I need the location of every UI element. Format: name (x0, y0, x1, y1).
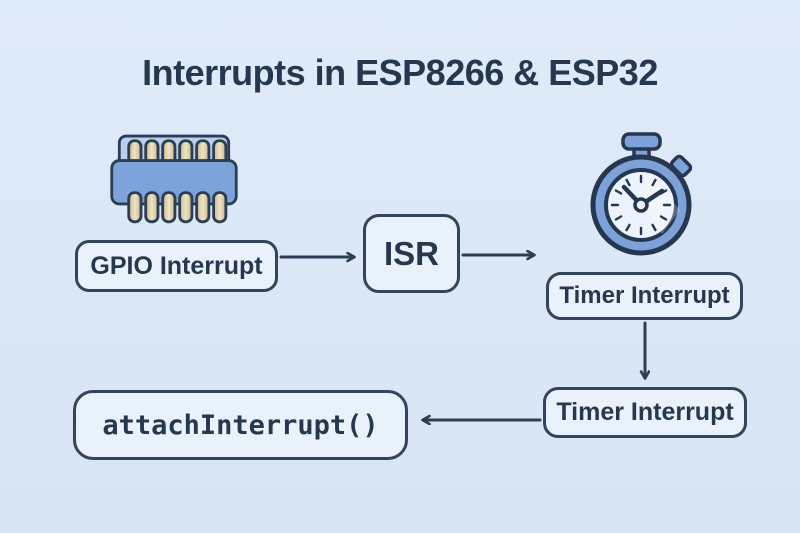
microchip-icon (108, 132, 240, 229)
gpio-interrupt-label: GPIO Interrupt (90, 251, 263, 280)
timer-interrupt-top-label: Timer Interrupt (559, 282, 730, 309)
timer-interrupt-top-box: Timer Interrupt (546, 272, 743, 320)
attach-interrupt-label: attachInterrupt() (102, 409, 379, 441)
timer-interrupt-bottom-label: Timer Interrupt (556, 398, 734, 426)
stopwatch-icon (584, 132, 700, 265)
timer-interrupt-bottom-box: Timer Interrupt (543, 387, 747, 438)
isr-box: ISR (363, 214, 460, 293)
attach-interrupt-box: attachInterrupt() (73, 390, 408, 460)
isr-label: ISR (383, 234, 439, 272)
gpio-interrupt-box: GPIO Interrupt (75, 240, 278, 292)
page-title: Interrupts in ESP8266 & ESP32 (142, 52, 658, 93)
